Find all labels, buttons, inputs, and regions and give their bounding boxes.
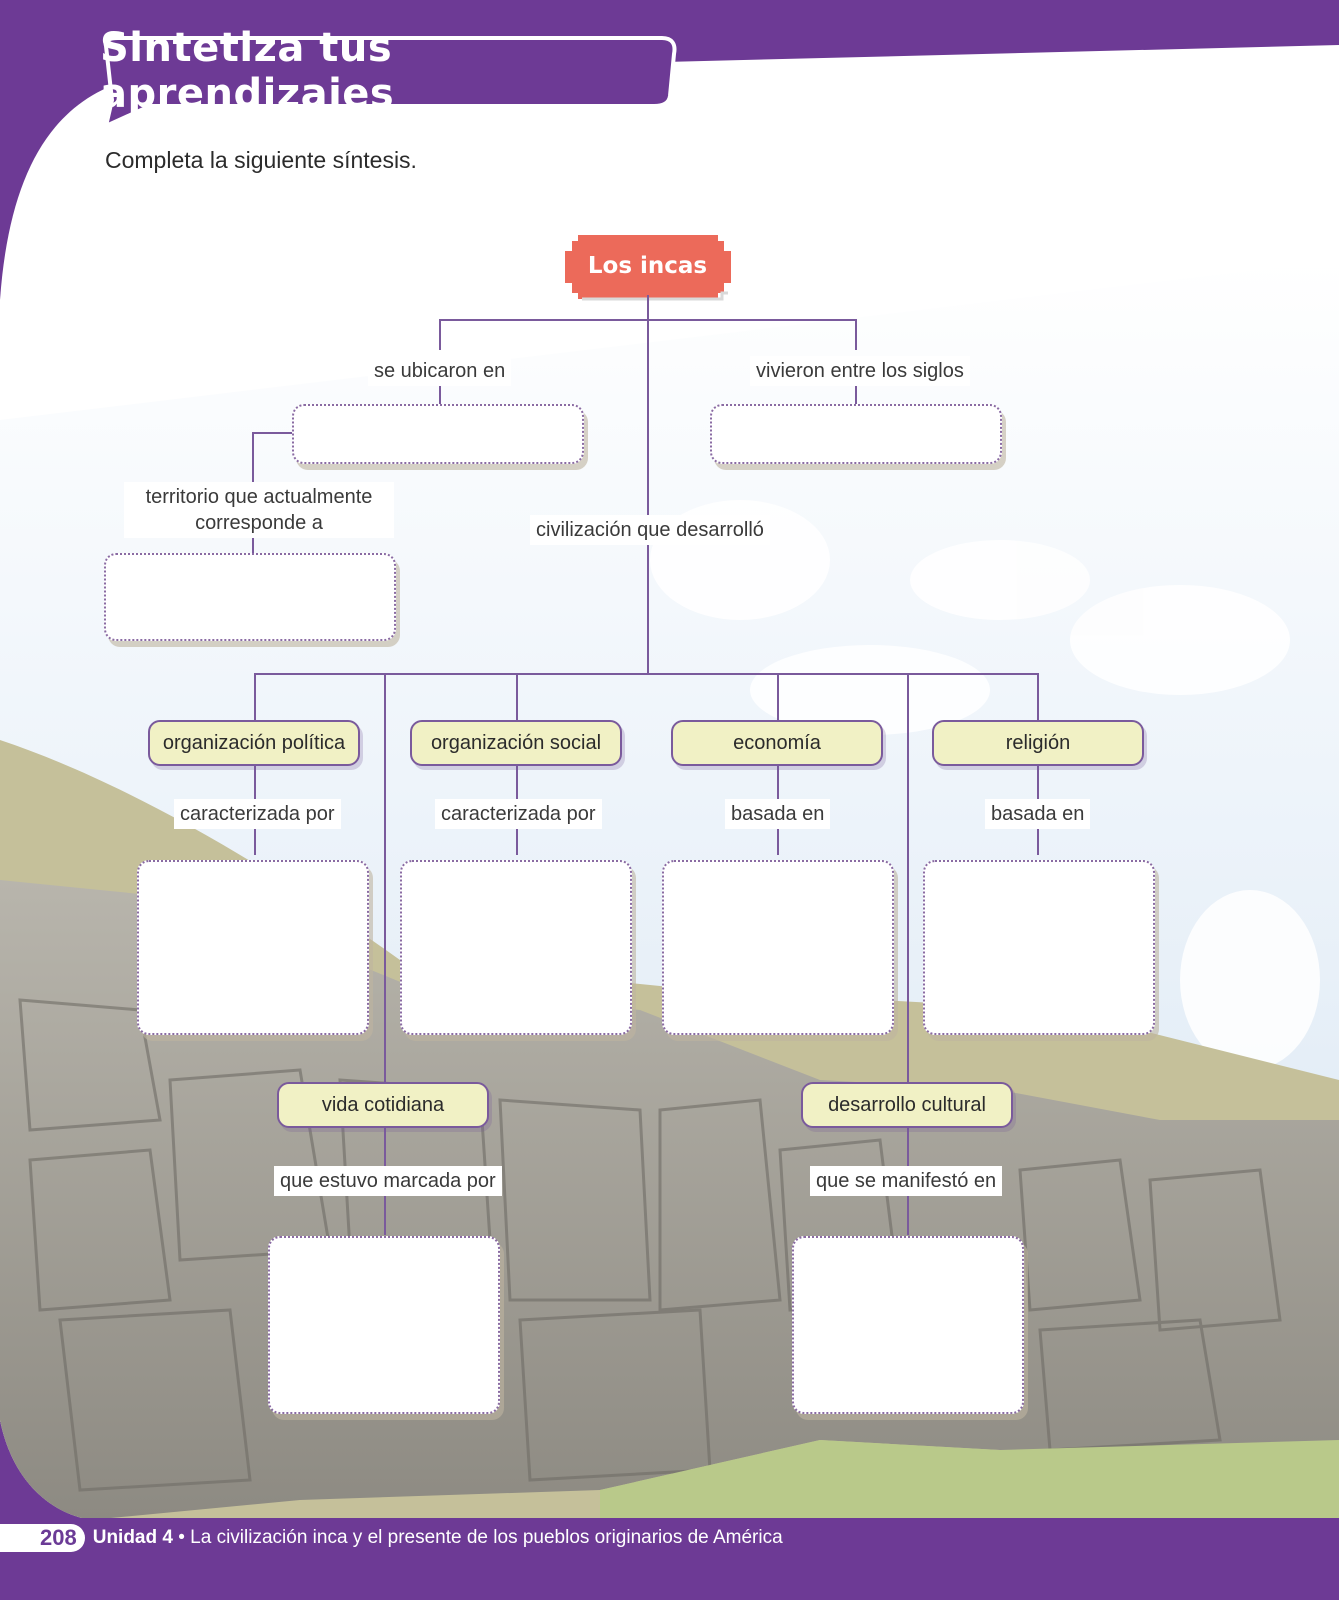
answer-box-ubicacion[interactable] [292, 404, 584, 464]
category-economia: economía [671, 720, 883, 766]
answer-box-politica[interactable] [137, 860, 369, 1035]
connector-desarrollo: civilización que desarrolló [530, 515, 770, 545]
answer-box-territorio[interactable] [104, 553, 396, 641]
connector-territorio-line-2: corresponde a [195, 512, 323, 534]
connector-religion: basada en [985, 799, 1091, 829]
section-title: Sintetiza tus aprendizajes [100, 25, 395, 117]
section-title-banner: Sintetiza tus aprendizajes [100, 25, 670, 117]
category-organizacion-politica: organización política [148, 720, 360, 766]
answer-box-religion[interactable] [923, 860, 1155, 1035]
connector-siglos: vivieron entre los siglos [750, 356, 970, 386]
answer-box-cultural[interactable] [792, 1236, 1024, 1414]
page-footer: 208 Unidad 4 • La civilización inca y el… [0, 1522, 783, 1554]
connector-vida: que estuvo marcada por [274, 1166, 502, 1196]
root-node: Los incas [565, 239, 730, 292]
root-label: Los incas [587, 252, 708, 279]
page-number: 208 [0, 1524, 85, 1552]
answer-box-social[interactable] [400, 860, 632, 1035]
footer-unit-title: La civilización inca y el presente de lo… [190, 1527, 783, 1548]
connector-territorio-line-1: territorio que actualmente [145, 486, 373, 508]
connector-cultural: que se manifestó en [810, 1166, 1003, 1196]
answer-box-economia[interactable] [662, 860, 894, 1035]
category-religion: religión [932, 720, 1144, 766]
answer-box-vida[interactable] [268, 1236, 500, 1414]
connector-economia: basada en [725, 799, 831, 829]
footer-bullet: • [178, 1527, 185, 1548]
footer-caption: Unidad 4 • La civilización inca y el pre… [93, 1527, 783, 1549]
connector-politica: caracterizada por [174, 799, 341, 829]
instruction-text: Completa la siguiente síntesis. [105, 147, 417, 173]
answer-box-siglos[interactable] [710, 404, 1002, 464]
category-desarrollo-cultural: desarrollo cultural [801, 1082, 1013, 1128]
connector-social: caracterizada por [435, 799, 602, 829]
category-organizacion-social: organización social [410, 720, 622, 766]
connector-territorio: territorio que actualmente corresponde a [124, 482, 394, 538]
category-vida-cotidiana: vida cotidiana [277, 1082, 489, 1128]
footer-unit: Unidad 4 [92, 1527, 173, 1548]
connector-se-ubicaron: se ubicaron en [368, 356, 512, 386]
